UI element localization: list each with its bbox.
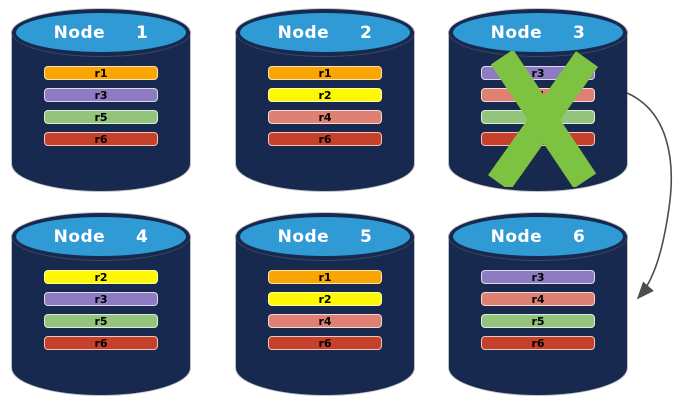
replica-bar-r6: r6 — [44, 132, 158, 146]
replica-bar-r1: r1 — [268, 270, 382, 284]
failure-x-icon — [487, 51, 599, 187]
replica-bar-r2: r2 — [44, 270, 158, 284]
replica-list: r1 r2 r4 r6 — [268, 66, 382, 146]
replica-bar-r1: r1 — [268, 66, 382, 80]
node-title: Node 1 — [53, 22, 149, 43]
cylinder-top: Node 4 — [12, 213, 190, 260]
cylinder-top: Node 2 — [236, 9, 414, 56]
replica-bar-r3: r3 — [44, 88, 158, 102]
replica-bar-r4: r4 — [268, 110, 382, 124]
replica-bar-r5: r5 — [44, 314, 158, 328]
cylinder-top: Node 1 — [12, 9, 190, 56]
replica-bar-r5: r5 — [481, 314, 595, 328]
replica-list: r2 r3 r5 r6 — [44, 270, 158, 350]
node-cylinder-2: Node 2 r1 r2 r4 r6 — [236, 9, 414, 191]
replica-list: r3 r4 r5 r6 — [481, 270, 595, 350]
replica-bar-r3: r3 — [44, 292, 158, 306]
replica-list: r1 r3 r5 r6 — [44, 66, 158, 146]
node-title: Node 5 — [277, 226, 373, 247]
replica-bar-r6: r6 — [268, 336, 382, 350]
replica-bar-r4: r4 — [268, 314, 382, 328]
replica-bar-r1: r1 — [44, 66, 158, 80]
node-title: Node 4 — [53, 226, 149, 247]
replica-bar-r2: r2 — [268, 292, 382, 306]
node-cylinder-6: Node 6 r3 r4 r5 r6 — [449, 213, 627, 395]
node-cylinder-1: Node 1 r1 r3 r5 r6 — [12, 9, 190, 191]
replica-list: r1 r2 r4 r6 — [268, 270, 382, 350]
replica-bar-r4: r4 — [481, 292, 595, 306]
failover-arrow — [626, 92, 672, 300]
cylinder-top: Node 6 — [449, 213, 627, 260]
replica-bar-r6: r6 — [481, 336, 595, 350]
node-title: Node 3 — [490, 22, 586, 43]
cylinder-top: Node 3 — [449, 9, 627, 56]
replica-bar-r5: r5 — [44, 110, 158, 124]
cylinder-top: Node 5 — [236, 213, 414, 260]
node-title: Node 6 — [490, 226, 586, 247]
node-cylinder-5: Node 5 r1 r2 r4 r6 — [236, 213, 414, 395]
replica-bar-r6: r6 — [268, 132, 382, 146]
replica-bar-r3: r3 — [481, 270, 595, 284]
node-title: Node 2 — [277, 22, 373, 43]
node-cylinder-4: Node 4 r2 r3 r5 r6 — [12, 213, 190, 395]
replica-bar-r2: r2 — [268, 88, 382, 102]
replica-bar-r6: r6 — [44, 336, 158, 350]
